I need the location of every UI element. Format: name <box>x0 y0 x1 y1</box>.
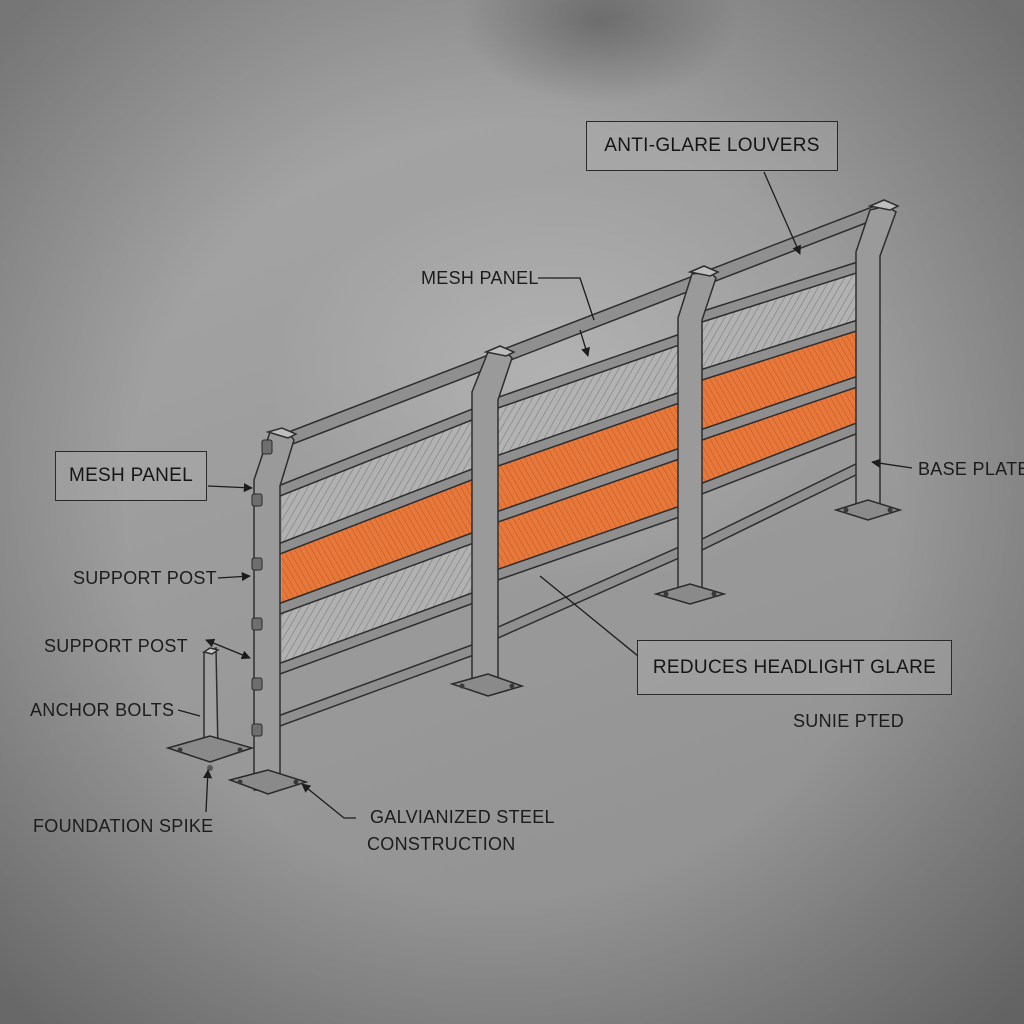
callout-anchor-bolts: ANCHOR BOLTS <box>30 700 175 720</box>
base-plate-standalone <box>165 735 255 763</box>
callout-support-post-1: SUPPORT POST <box>73 568 217 588</box>
mesh-panel-grey-1a <box>282 410 478 546</box>
mesh-panel-grey-1b <box>282 536 478 668</box>
mesh-panel-grey-2 <box>498 336 684 460</box>
callout-foundation-spike: FOUNDATION SPIKE <box>33 816 214 836</box>
mesh-panels <box>282 266 860 668</box>
callout-base-plate: BASE PLATE <box>918 459 1024 479</box>
base-plate-4 <box>833 499 903 521</box>
mesh-panel-grey-3 <box>702 266 860 374</box>
base-plate-1 <box>227 769 309 795</box>
mesh-panel-orange-1 <box>282 470 478 608</box>
base-plates <box>165 499 903 795</box>
post-4 <box>855 205 897 513</box>
callout-support-post-2: SUPPORT POST <box>44 636 188 656</box>
base-plate-2 <box>449 673 525 697</box>
callout-anti-glare-louvers: ANTI-GLARE LOUVERS <box>586 121 838 171</box>
leader-lines <box>177 171 913 819</box>
base-plate-3 <box>653 583 727 605</box>
anchor-bolt-heads <box>177 507 893 785</box>
callout-reduces-headlight-glare: REDUCES HEADLIGHT GLARE <box>637 640 952 695</box>
callout-mesh-panel-top: MESH PANEL <box>421 268 539 288</box>
post-clamps <box>251 439 273 737</box>
callout-galvanized-line1: GALVIANIZED STEEL <box>370 807 555 827</box>
caption-sunie-pted: SUNIE PTED <box>793 711 905 731</box>
callout-mesh-panel-left: MESH PANEL <box>55 451 207 501</box>
callout-galvanized-line2: CONSTRUCTION <box>367 834 516 854</box>
